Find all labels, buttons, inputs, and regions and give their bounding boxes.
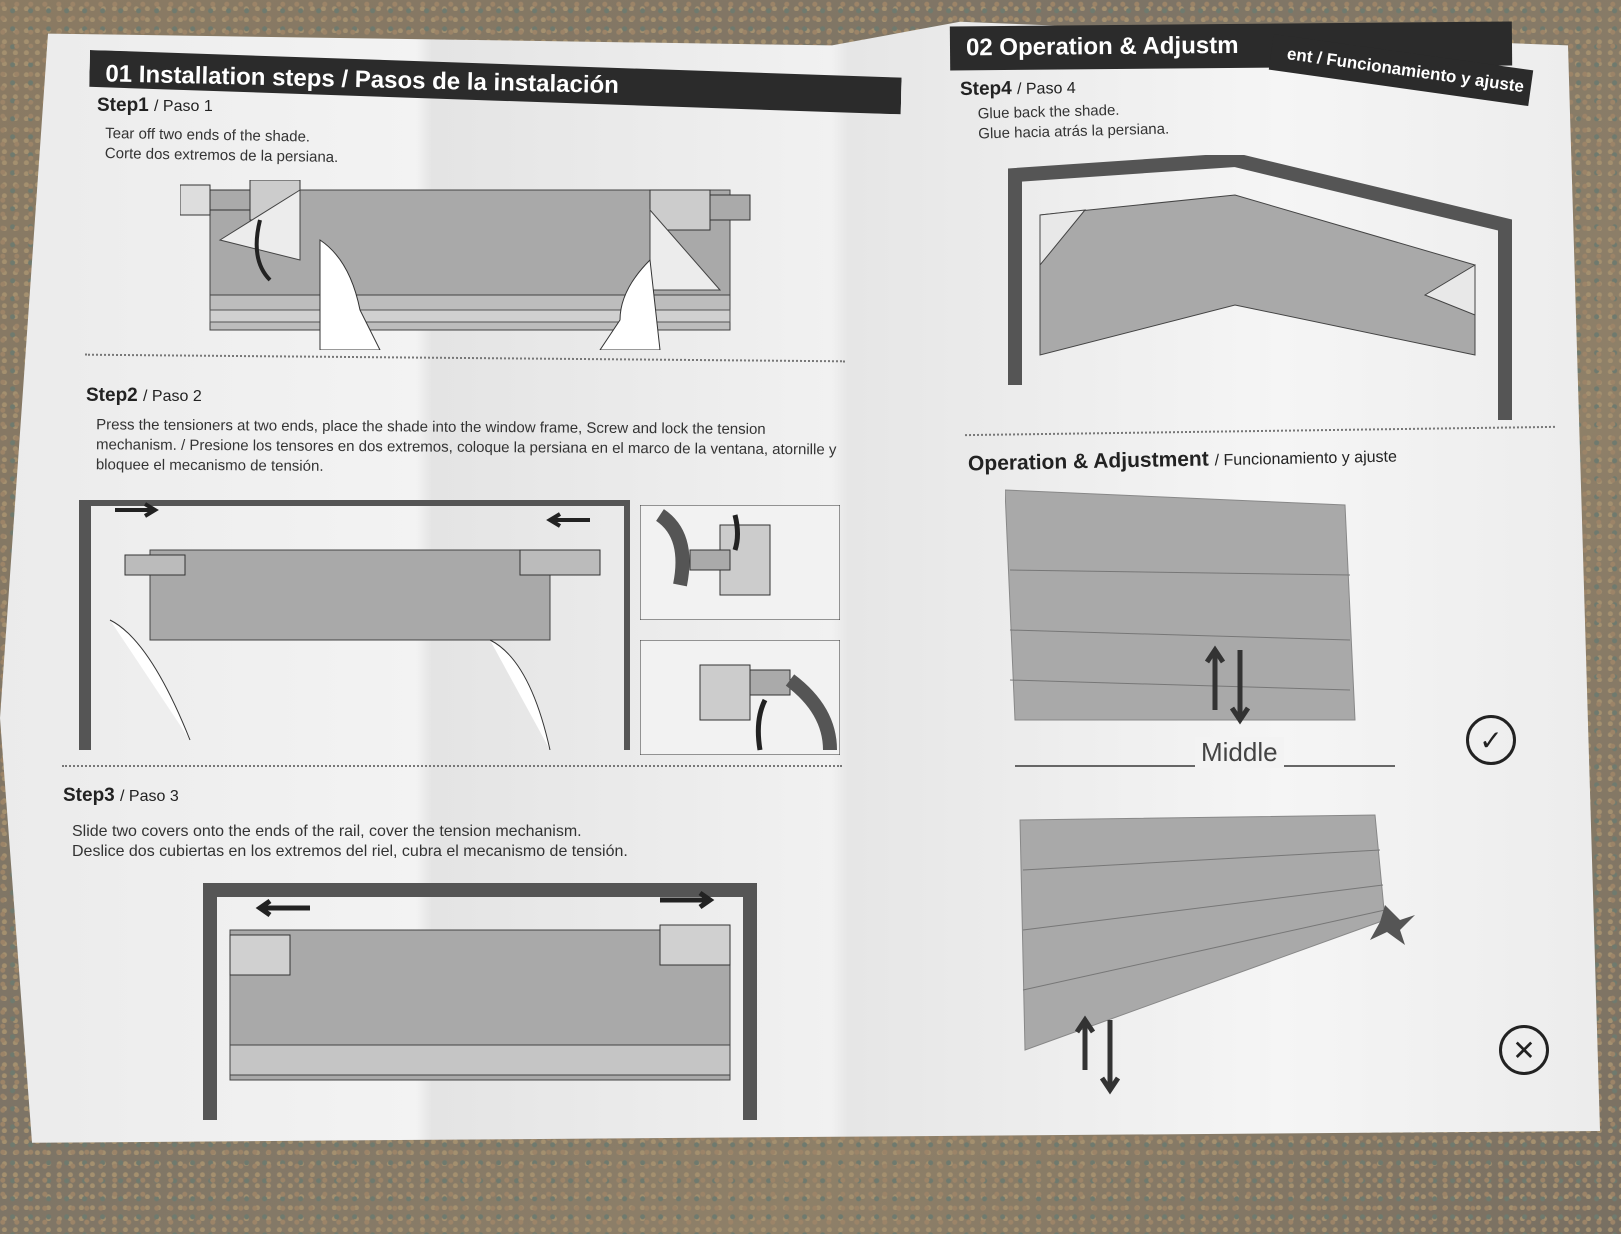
- step3-heading: Step3 / Paso 3: [63, 785, 179, 807]
- hand-right: [489, 639, 551, 750]
- cover-left: [229, 934, 291, 976]
- step1-sub: / Paso 1: [154, 98, 213, 115]
- step2-detail-bottom: [640, 640, 840, 755]
- window-frame: [79, 500, 630, 750]
- tensioner-left: [124, 554, 186, 576]
- arrow-down-icon: [1099, 1020, 1121, 1095]
- step2-text: Press the tensioners at two ends, place …: [96, 415, 876, 480]
- step1-illustration: [180, 180, 751, 350]
- step4-heading: Step4 / Paso 4: [960, 77, 1076, 101]
- arrow-up-icon: [755, 698, 768, 751]
- incorrect-shade-illustration: [1019, 814, 1415, 1095]
- step2-label: Step2: [86, 385, 138, 406]
- shade: [149, 549, 551, 641]
- x-circle-icon: ✕: [1499, 1025, 1549, 1075]
- arrow-up-icon: [1074, 1015, 1096, 1070]
- step4-label: Step4: [959, 78, 1012, 101]
- hand-left: [319, 239, 381, 350]
- step3-en: Slide two covers onto the ends of the ra…: [72, 823, 582, 840]
- hand-left: [109, 619, 191, 741]
- step2-heading: Step2 / Paso 2: [86, 385, 202, 407]
- window-frame: [203, 883, 757, 1120]
- step3-illustration: [203, 883, 757, 1120]
- step1-es: Corte dos extremos de la persiana.: [104, 144, 339, 167]
- operation-sub: / Funcionamiento y ajuste: [1214, 448, 1398, 470]
- peeled-corner-right: [649, 208, 722, 291]
- arrow-right-icon: [115, 502, 159, 518]
- arrow-up-icon: [1204, 645, 1226, 710]
- arrow-left-icon: [255, 898, 310, 918]
- corner-right: [1423, 264, 1476, 316]
- cover-right: [659, 924, 731, 966]
- step1-label: Step1: [97, 95, 149, 116]
- shade: [1005, 489, 1356, 721]
- divider-2: [62, 765, 842, 767]
- arrow-down-icon: [1229, 650, 1251, 725]
- middle-label: Middle: [1195, 737, 1284, 768]
- step4-text: Glue back the shade. Glue hacia atrás la…: [978, 100, 1170, 145]
- step3-sub: / Paso 3: [120, 788, 179, 805]
- arrow-left-icon: [546, 512, 590, 528]
- corner-left: [1039, 209, 1087, 267]
- step1-heading: Step1 / Paso 1: [97, 95, 213, 117]
- shade: [1039, 194, 1476, 356]
- check-circle-icon: ✓: [1466, 715, 1516, 765]
- correct-shade-illustration: [1005, 489, 1356, 725]
- burst-icon: [1370, 905, 1415, 945]
- step1-text: Tear off two ends of the shade. Corte do…: [105, 124, 339, 168]
- step2-detail-top: [640, 505, 840, 620]
- tensioner-right: [649, 189, 751, 231]
- arrow-icon: [254, 219, 272, 282]
- operation-label: Operation & Adjustment: [967, 447, 1209, 476]
- arrow-right-icon: [660, 890, 715, 910]
- shade: [1019, 814, 1386, 1051]
- step3-es: Deslice dos cubiertas en los extremos de…: [72, 843, 628, 860]
- step3-label: Step3: [63, 785, 115, 806]
- step2-illustration: [79, 500, 630, 750]
- hand-right: [599, 258, 661, 350]
- tensioner-right: [519, 549, 601, 576]
- step3-text: Slide two covers onto the ends of the ra…: [72, 822, 628, 862]
- arrow-down-icon: [732, 514, 740, 551]
- step4-illustration: [1008, 155, 1512, 420]
- window-frame: [1008, 155, 1512, 420]
- step4-sub: / Paso 4: [1016, 79, 1076, 99]
- step2-sub: / Paso 2: [143, 388, 202, 405]
